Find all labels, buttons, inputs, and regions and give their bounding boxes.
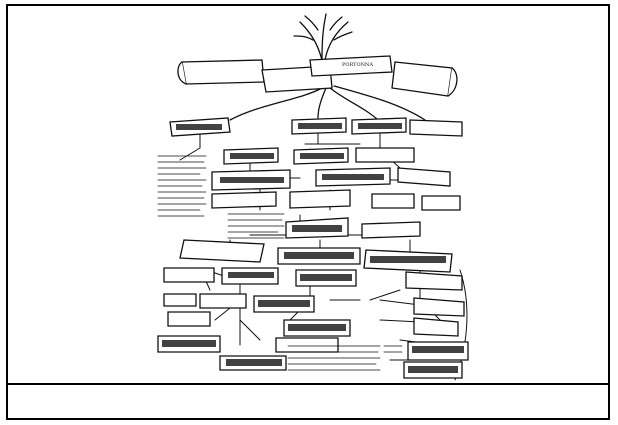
root-banner — [182, 60, 264, 84]
root-lines — [230, 86, 425, 120]
root-banner-text: PORTONNA — [342, 62, 373, 68]
